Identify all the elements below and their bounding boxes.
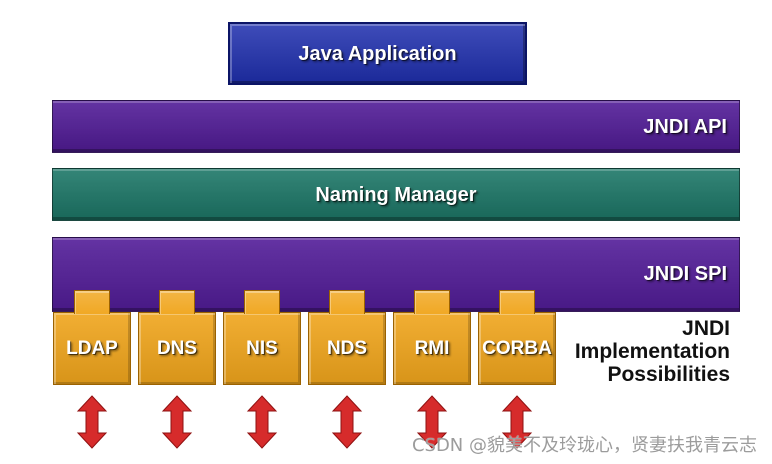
plug-tab (244, 290, 280, 314)
java-application-box: Java Application (228, 22, 527, 85)
provider-label: DNS (156, 337, 198, 359)
plug-body: CORBA (478, 312, 556, 385)
plug-body: RMI (393, 312, 471, 385)
provider-plug-rmi: RMI (393, 290, 471, 385)
java-application-label: Java Application (298, 42, 457, 65)
rmi-double-arrow-icon (416, 395, 448, 449)
plug-tab (74, 290, 110, 314)
watermark: CSDN @貌美不及玲珑心，贤妻扶我青云志 (411, 435, 757, 456)
provider-label: NDS (326, 337, 368, 359)
naming-manager-label: Naming Manager (315, 183, 477, 206)
nis-double-arrow-icon (246, 395, 278, 449)
plug-body: DNS (138, 312, 216, 385)
nds-double-arrow-icon (331, 395, 363, 449)
provider-label: RMI (414, 337, 450, 359)
provider-label: CORBA (482, 337, 552, 359)
naming-manager-bar: Naming Manager (52, 168, 740, 221)
plug-body: LDAP (53, 312, 131, 385)
plug-tab (159, 290, 195, 314)
provider-plug-corba: CORBA (478, 290, 556, 385)
provider-plug-ldap: LDAP (53, 290, 131, 385)
caption-line: JNDI (682, 317, 730, 340)
plug-body: NDS (308, 312, 386, 385)
jndi-api-bar: JNDI API (52, 100, 740, 153)
plug-body: NIS (223, 312, 301, 385)
caption-line: Possibilities (607, 363, 730, 386)
dns-double-arrow-icon (161, 395, 193, 449)
ldap-double-arrow-icon (76, 395, 108, 449)
jndi-spi-label: JNDI SPI (643, 263, 727, 285)
provider-plug-dns: DNS (138, 290, 216, 385)
provider-plug-nds: NDS (308, 290, 386, 385)
provider-label: NIS (246, 337, 278, 359)
provider-plug-nis: NIS (223, 290, 301, 385)
plug-tab (499, 290, 535, 314)
corba-double-arrow-icon (501, 395, 533, 449)
provider-label: LDAP (66, 337, 118, 359)
jndi-api-label: JNDI API (643, 115, 727, 138)
plug-tab (329, 290, 365, 314)
caption-line: Implementation (574, 340, 730, 363)
implementation-caption: JNDI Implementation Possibilities (575, 317, 730, 386)
plug-tab (414, 290, 450, 314)
